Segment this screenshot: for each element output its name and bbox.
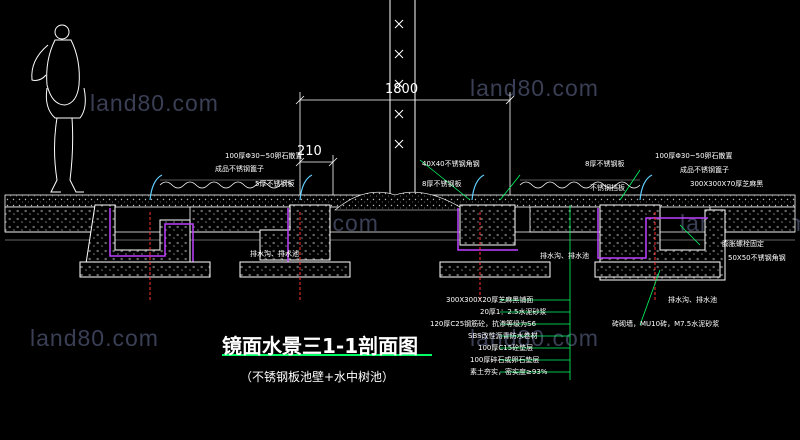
dimension-210-lines	[295, 155, 338, 200]
label-expansion-bolt: 膨胀螺栓固定	[722, 240, 764, 248]
tree-pit-roots	[334, 191, 467, 211]
footings	[79, 261, 721, 278]
human-figure	[31, 24, 86, 193]
label-drain-left: 排水沟、排水池	[250, 250, 299, 258]
watermark: land80.com	[470, 325, 599, 351]
drawing-subtitle: （不锈钢板池壁+水中树池）	[240, 370, 395, 384]
basin-structures	[84, 204, 726, 281]
label-angle-steel-right: 50X50不锈钢角钢	[728, 254, 786, 262]
fountain-jets	[149, 174, 653, 201]
dimension-overall: 1800	[385, 82, 419, 97]
label-steel-plate-left: 5厚不锈钢板	[255, 180, 295, 188]
label-paving-top: 300X300X70厚芝麻黑	[690, 180, 764, 188]
label-angle-steel: 40X40不锈钢角钢	[422, 160, 480, 168]
dimension-1800-lines	[295, 92, 515, 200]
label-brick-wall: 砖砌墙，MU10砖，M7.5水泥砂浆	[612, 320, 720, 328]
label-grate-right: 成品不锈钢篦子	[680, 166, 729, 174]
label-drain-right: 排水沟、排水池	[668, 296, 717, 304]
tree-trunk	[389, 0, 416, 195]
layer-label: 20厚1：2.5水泥砂浆	[480, 308, 547, 316]
layer-label: 120厚C25钢筋砼，抗渗等级为S6	[430, 320, 537, 328]
layer-label: 素土夯实，密实度≥93%	[470, 368, 548, 376]
layer-label: 100厚C15砼垫层	[478, 344, 534, 352]
label-cobble-left: 100厚Φ30~50卵石散置	[225, 152, 303, 160]
watermark: land80.com	[90, 90, 219, 116]
label-cobble-right: 100厚Φ30~50卵石散置	[655, 152, 733, 160]
layer-label: 100厚碎石或卵石垫层	[470, 356, 540, 364]
label-grate-left: 成品不锈钢篦子	[215, 165, 264, 173]
water-surface	[159, 179, 641, 189]
dimension-edge: 210	[297, 144, 322, 159]
drawing-title: 镜面水景三1-1剖面图	[222, 334, 419, 358]
layer-label: 300X300X20厚芝麻黑铺面	[446, 296, 534, 304]
label-baffle: 不锈钢挡板	[590, 184, 625, 192]
label-drain-mid: 排水沟、排水池	[540, 252, 589, 260]
label-steel-plate-mid: 8厚不锈钢板	[422, 180, 462, 188]
label-steel-plate-right: 8厚不锈钢板	[585, 160, 625, 168]
watermark: land80.com	[30, 325, 159, 351]
leader-lines	[419, 159, 701, 380]
watermark: land80.com	[470, 75, 599, 101]
layer-label: SBS改性沥青防水卷材	[468, 332, 538, 340]
